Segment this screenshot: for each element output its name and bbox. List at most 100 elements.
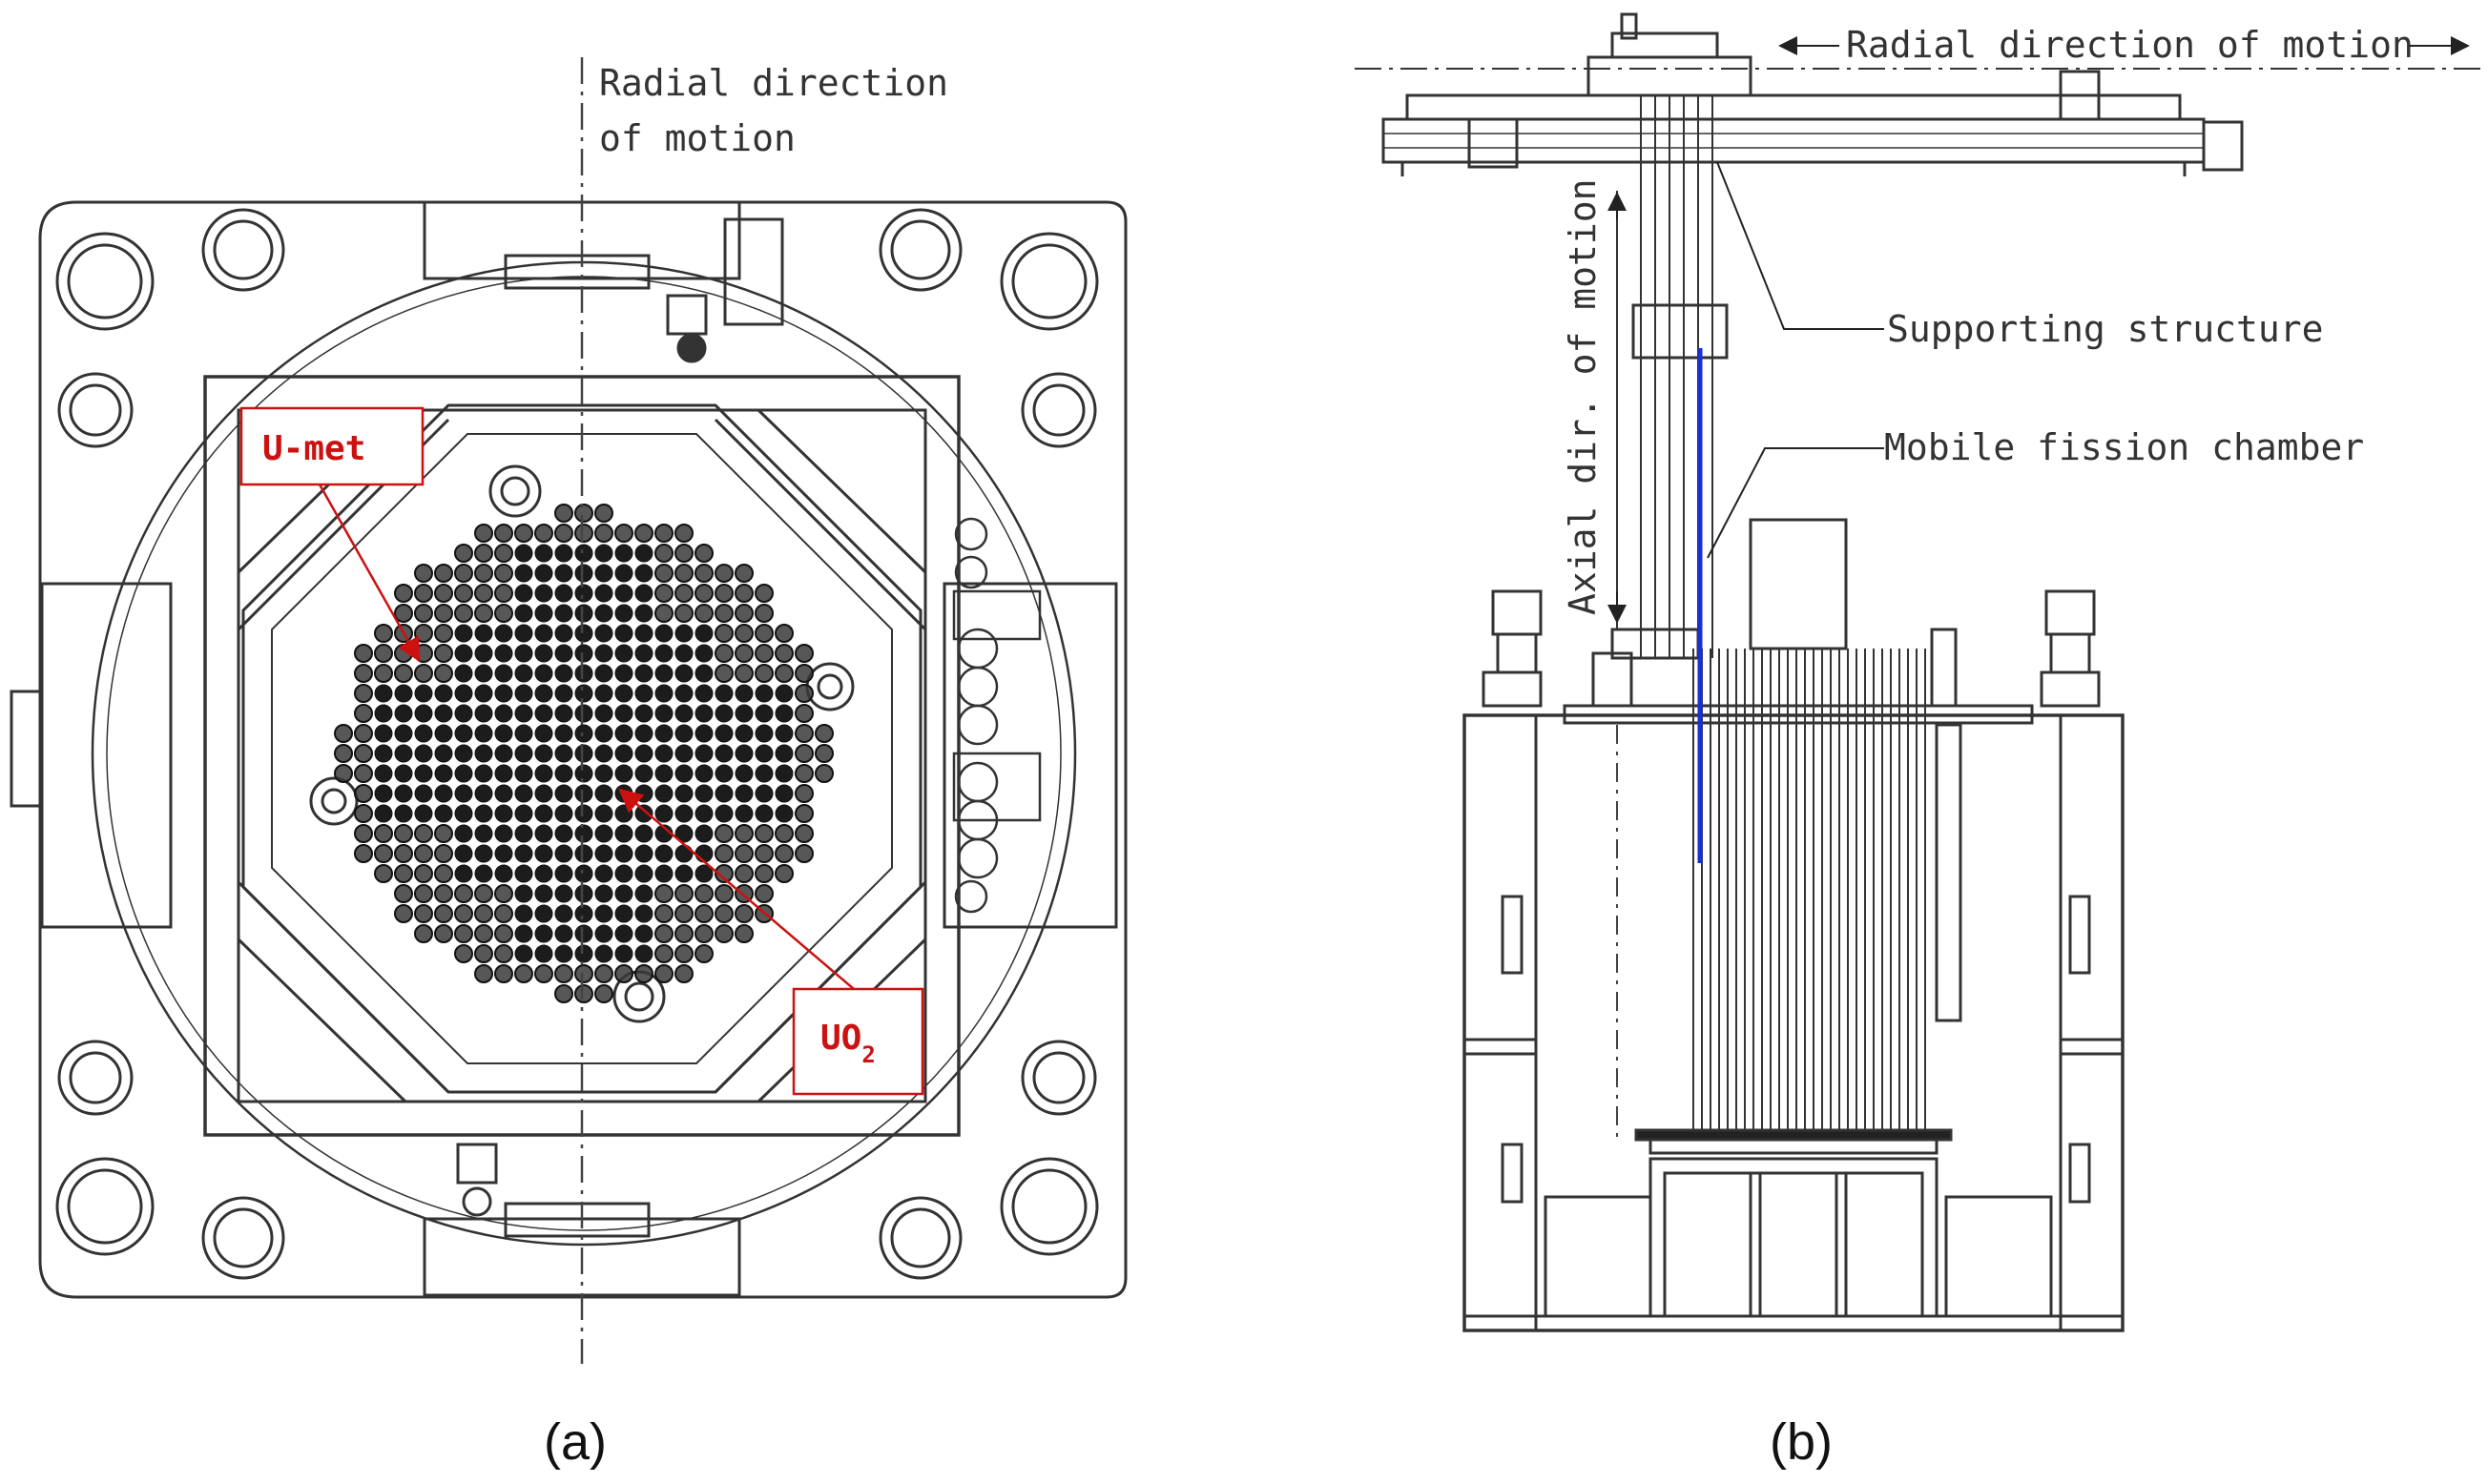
- fuel-rod: [414, 864, 433, 883]
- fuel-rod: [735, 784, 754, 803]
- fuel-rod: [534, 744, 553, 763]
- fuel-rod: [735, 924, 754, 943]
- fuel-rod: [454, 604, 473, 623]
- fuel-rod: [614, 824, 633, 843]
- fuel-rod: [414, 644, 433, 663]
- fuel-rod: [474, 704, 493, 723]
- fuel-rod: [755, 824, 774, 843]
- fuel-rod: [674, 724, 694, 743]
- fuel-rod: [554, 764, 573, 783]
- fuel-rod: [454, 904, 473, 923]
- fuel-rod: [634, 624, 653, 643]
- fuel-rod: [554, 864, 573, 883]
- fuel-rod: [394, 844, 413, 863]
- fuel-rod: [755, 784, 774, 803]
- fuel-rod: [775, 844, 794, 863]
- fuel-rod: [434, 764, 453, 783]
- fuel-rod: [394, 764, 413, 783]
- fuel-rod: [715, 584, 734, 603]
- fuel-rod: [654, 604, 674, 623]
- fuel-rod: [394, 744, 413, 763]
- fuel-rod: [554, 504, 573, 523]
- fuel-rod: [735, 824, 754, 843]
- fuel-rod: [514, 624, 533, 643]
- fuel-rod: [434, 804, 453, 823]
- fuel-rod: [715, 704, 734, 723]
- fuel-rod: [494, 844, 513, 863]
- fuel-rod: [715, 664, 734, 683]
- fuel-rod: [454, 644, 473, 663]
- fuel-rod: [654, 624, 674, 643]
- fuel-rod: [634, 544, 653, 563]
- fuel-rod: [354, 764, 373, 783]
- fuel-rod: [354, 664, 373, 683]
- fuel-rod: [374, 664, 393, 683]
- fuel-rod: [735, 724, 754, 743]
- fuel-rod: [534, 524, 553, 543]
- fuel-rod: [674, 704, 694, 723]
- fuel-rod: [494, 964, 513, 983]
- vessel-circle: [91, 260, 1077, 1247]
- fuel-rod: [434, 664, 453, 683]
- fuel-rod: [715, 824, 734, 843]
- fuel-rod: [735, 744, 754, 763]
- uo2-label: UO2: [820, 1019, 876, 1068]
- fuel-rod: [514, 864, 533, 883]
- fuel-rod: [634, 644, 653, 663]
- fuel-rod: [414, 804, 433, 823]
- fuel-rod: [514, 944, 533, 963]
- fuel-rod: [514, 764, 533, 783]
- fuel-rod: [414, 584, 433, 603]
- fuel-rod: [554, 824, 573, 843]
- fuel-rod: [735, 764, 754, 783]
- fuel-rod: [494, 784, 513, 803]
- fuel-rod: [775, 624, 794, 643]
- fuel-rod: [594, 664, 613, 683]
- fuel-rod: [614, 604, 633, 623]
- fuel-rod: [414, 904, 433, 923]
- fuel-rod: [594, 544, 613, 563]
- fuel-rod: [514, 564, 533, 583]
- fuel-rod: [454, 704, 473, 723]
- fuel-rod: [695, 584, 714, 603]
- fuel-rod: [594, 644, 613, 663]
- fuel-rod: [634, 804, 653, 823]
- panel-b-side-view: [1355, 12, 2480, 1332]
- fuel-rod: [534, 824, 553, 843]
- fuel-rod: [514, 524, 533, 543]
- fuel-rod: [474, 944, 493, 963]
- fuel-rod: [374, 644, 393, 663]
- fuel-rod: [554, 804, 573, 823]
- fuel-rod: [594, 564, 613, 583]
- fuel-rod: [735, 904, 754, 923]
- fuel-rod: [695, 744, 714, 763]
- fuel-rod: [695, 704, 714, 723]
- fuel-rod: [634, 564, 653, 583]
- fuel-rod: [695, 764, 714, 783]
- fuel-rod: [534, 644, 553, 663]
- fuel-rod: [795, 804, 814, 823]
- fuel-rod: [735, 584, 754, 603]
- fuel-rod: [514, 884, 533, 903]
- fuel-rod: [354, 824, 373, 843]
- fuel-rod: [674, 864, 694, 883]
- fuel-rod: [474, 604, 493, 623]
- fuel-rod: [434, 584, 453, 603]
- fuel-rod: [594, 684, 613, 703]
- fuel-rod: [795, 824, 814, 843]
- fuel-rod: [795, 704, 814, 723]
- fuel-rod: [414, 924, 433, 943]
- fuel-rod: [715, 564, 734, 583]
- fuel-rod: [715, 644, 734, 663]
- fuel-rod: [534, 544, 553, 563]
- fuel-rod: [574, 564, 593, 583]
- fuel-rod: [695, 664, 714, 683]
- fuel-rod: [795, 784, 814, 803]
- fuel-rod: [614, 684, 633, 703]
- fuel-rod: [574, 764, 593, 783]
- fuel-rod: [394, 884, 413, 903]
- fuel-rod: [795, 664, 814, 683]
- fuel-rod: [554, 884, 573, 903]
- fuel-rod: [735, 864, 754, 883]
- chamber-leader: [1707, 447, 1884, 559]
